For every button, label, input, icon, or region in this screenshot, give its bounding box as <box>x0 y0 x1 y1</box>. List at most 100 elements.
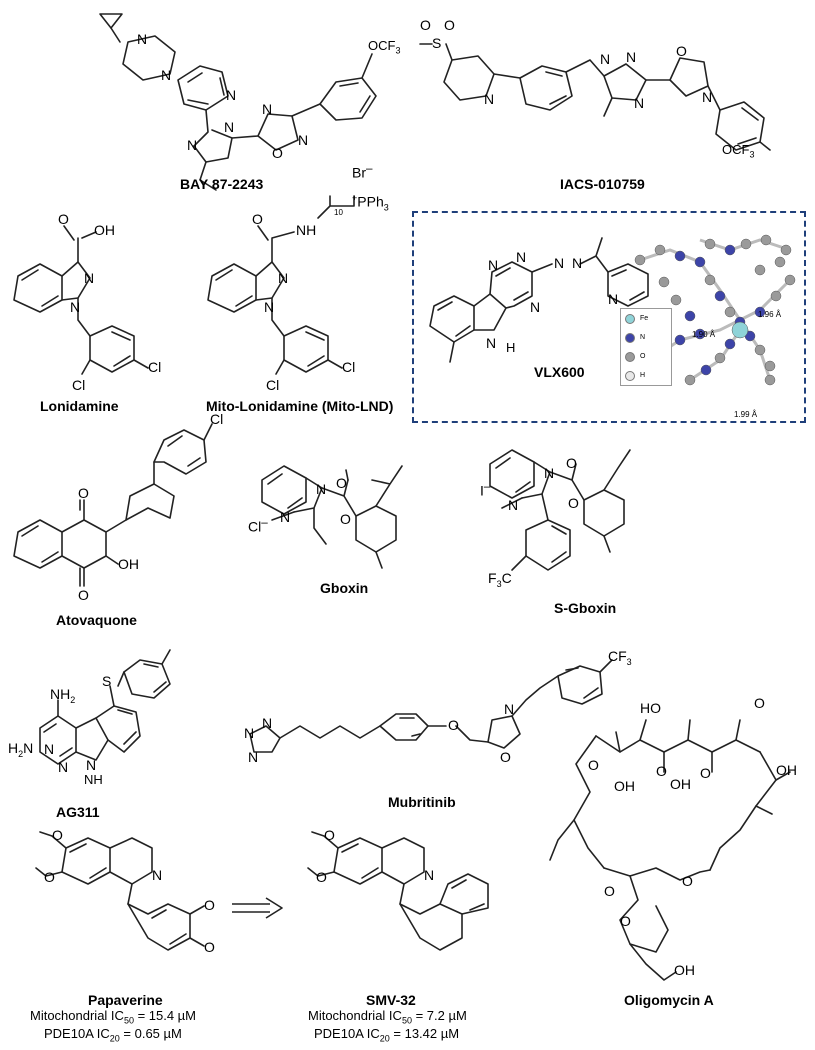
legend-item: N <box>621 328 671 347</box>
mubritinib-name: Mubritinib <box>388 794 456 810</box>
svg-text:Cl: Cl <box>266 377 279 393</box>
ag311-nh2a: NH2 <box>50 686 76 705</box>
svg-text:O: O <box>448 717 459 733</box>
oligomycin-oh1: OH <box>614 778 635 794</box>
vlx600-dist2: 1.90 Å <box>692 330 716 339</box>
atom-sphere <box>674 334 686 346</box>
svg-text:N: N <box>572 255 582 271</box>
iacs-ocf3: OCF3 <box>722 142 755 160</box>
svg-text:N: N <box>84 270 94 286</box>
svg-text:Cl: Cl <box>72 377 85 393</box>
svg-text:Cl: Cl <box>342 359 355 375</box>
atom-sphere <box>700 364 712 376</box>
svg-text:Cl: Cl <box>210 411 223 427</box>
sgboxin-anion: I– <box>480 480 491 499</box>
atom-sphere <box>724 244 736 256</box>
legend-label: H <box>640 372 646 379</box>
svg-text:N: N <box>278 270 288 286</box>
svg-text:N: N <box>626 49 636 65</box>
svg-text:S: S <box>102 673 111 689</box>
legend-swatch <box>625 332 635 343</box>
svg-text:N: N <box>702 89 712 105</box>
svg-text:S: S <box>432 35 441 51</box>
svg-text:O: O <box>754 695 765 711</box>
svg-text:O: O <box>340 511 351 527</box>
svg-text:O: O <box>444 17 455 33</box>
atom-sphere <box>694 328 706 340</box>
atom-sphere <box>684 310 696 322</box>
legend-label: O <box>640 353 646 360</box>
atom-sphere <box>694 256 706 268</box>
svg-text:O: O <box>316 869 327 885</box>
svg-text:N: N <box>161 67 171 83</box>
svg-text:O: O <box>588 757 599 773</box>
bay-ocf3: OCF3 <box>368 38 401 56</box>
oligomycin-oh2: OH <box>670 776 691 792</box>
lonidamine-oh: OH <box>94 222 115 238</box>
svg-text:N: N <box>226 87 236 103</box>
smv32-ic20: PDE10A IC20 = 13.42 µM <box>314 1026 460 1044</box>
svg-text:O: O <box>204 939 215 955</box>
svg-text:N: N <box>544 465 554 481</box>
atom-sphere <box>714 352 726 364</box>
legend-label: Fe <box>640 315 649 322</box>
ag311-name: AG311 <box>56 804 100 820</box>
svg-text:O: O <box>272 145 283 161</box>
svg-text:N: N <box>70 299 80 315</box>
svg-text:N: N <box>152 867 162 883</box>
atom-sphere <box>770 290 782 302</box>
atom-sphere <box>754 264 766 276</box>
mitolnd-sub10: 10 <box>334 208 343 217</box>
atom-sphere <box>764 360 776 372</box>
legend-item: Fe <box>621 309 671 328</box>
oligomycin-name: Oligomycin A <box>624 992 714 1008</box>
svg-text:N: N <box>488 257 498 273</box>
atom-sphere <box>704 238 716 250</box>
svg-text:N: N <box>316 481 326 497</box>
legend-swatch <box>625 313 635 324</box>
atom-sphere <box>674 250 686 262</box>
svg-text:N: N <box>516 249 526 265</box>
svg-text:N: N <box>504 701 514 717</box>
bay-name: BAY 87-2243 <box>180 176 264 192</box>
gboxin-name: Gboxin <box>320 580 369 596</box>
iacs-name: IACS-010759 <box>560 176 645 192</box>
atom-sphere <box>714 290 726 302</box>
svg-text:N: N <box>58 759 68 775</box>
mitolnd-br: Br– <box>352 162 373 181</box>
atom-sphere <box>658 276 670 288</box>
svg-text:O: O <box>52 827 63 843</box>
svg-text:O: O <box>58 211 69 227</box>
svg-text:N: N <box>424 867 434 883</box>
papaverine-name: Papaverine <box>88 992 163 1008</box>
atom-sphere <box>740 238 752 250</box>
svg-text:N: N <box>508 497 518 513</box>
smv32-ic50: Mitochondrial IC50 = 7.2 µM <box>308 1008 467 1026</box>
vlx600-name: VLX600 <box>534 364 585 380</box>
svg-text:N: N <box>262 715 272 731</box>
svg-text:N: N <box>484 91 494 107</box>
svg-text:O: O <box>78 587 89 603</box>
atom-sphere <box>760 234 772 246</box>
smv32-name: SMV-32 <box>366 992 416 1008</box>
legend-swatch <box>625 351 635 362</box>
vlx600-dist1: 1.96 Å <box>758 310 782 319</box>
atom-sphere <box>634 254 646 266</box>
svg-text:O: O <box>700 765 711 781</box>
svg-text:N: N <box>298 132 308 148</box>
svg-text:O: O <box>656 763 667 779</box>
svg-text:O: O <box>336 475 347 491</box>
atom-sphere <box>670 294 682 306</box>
atom-sphere <box>654 244 666 256</box>
svg-text:N: N <box>224 119 234 135</box>
oligomycin-ho: HO <box>640 700 661 716</box>
